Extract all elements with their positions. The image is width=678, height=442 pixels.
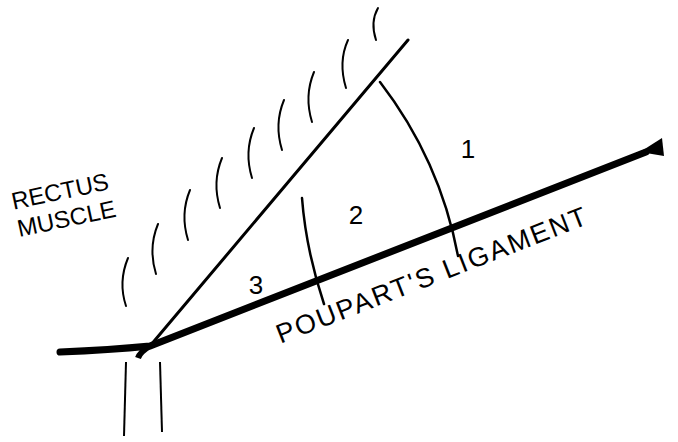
region-number: 2	[349, 201, 363, 231]
hatch-mark	[342, 40, 348, 88]
rectus-hatching	[122, 8, 378, 306]
muscle-label: RECTUS MUSCLE	[9, 157, 167, 242]
ligament-junction	[138, 346, 150, 358]
ligament-label: POUPART'S LIGAMENT	[271, 201, 592, 351]
vessel-line	[160, 362, 162, 432]
vessel-line	[124, 362, 126, 436]
region-number: 1	[461, 135, 475, 165]
region-boundary	[302, 198, 324, 304]
hatch-mark	[122, 258, 128, 306]
ligament-end	[640, 138, 664, 156]
region-number: 3	[249, 271, 263, 301]
poupart-ligament	[60, 152, 646, 352]
hatch-mark	[152, 224, 158, 274]
hatch-mark	[373, 8, 378, 40]
hatch-mark	[278, 100, 284, 150]
hatch-mark	[248, 128, 254, 178]
hatch-mark	[216, 158, 222, 208]
hatch-mark	[308, 72, 314, 122]
region-boundary	[380, 82, 458, 256]
hatch-mark	[184, 190, 190, 240]
